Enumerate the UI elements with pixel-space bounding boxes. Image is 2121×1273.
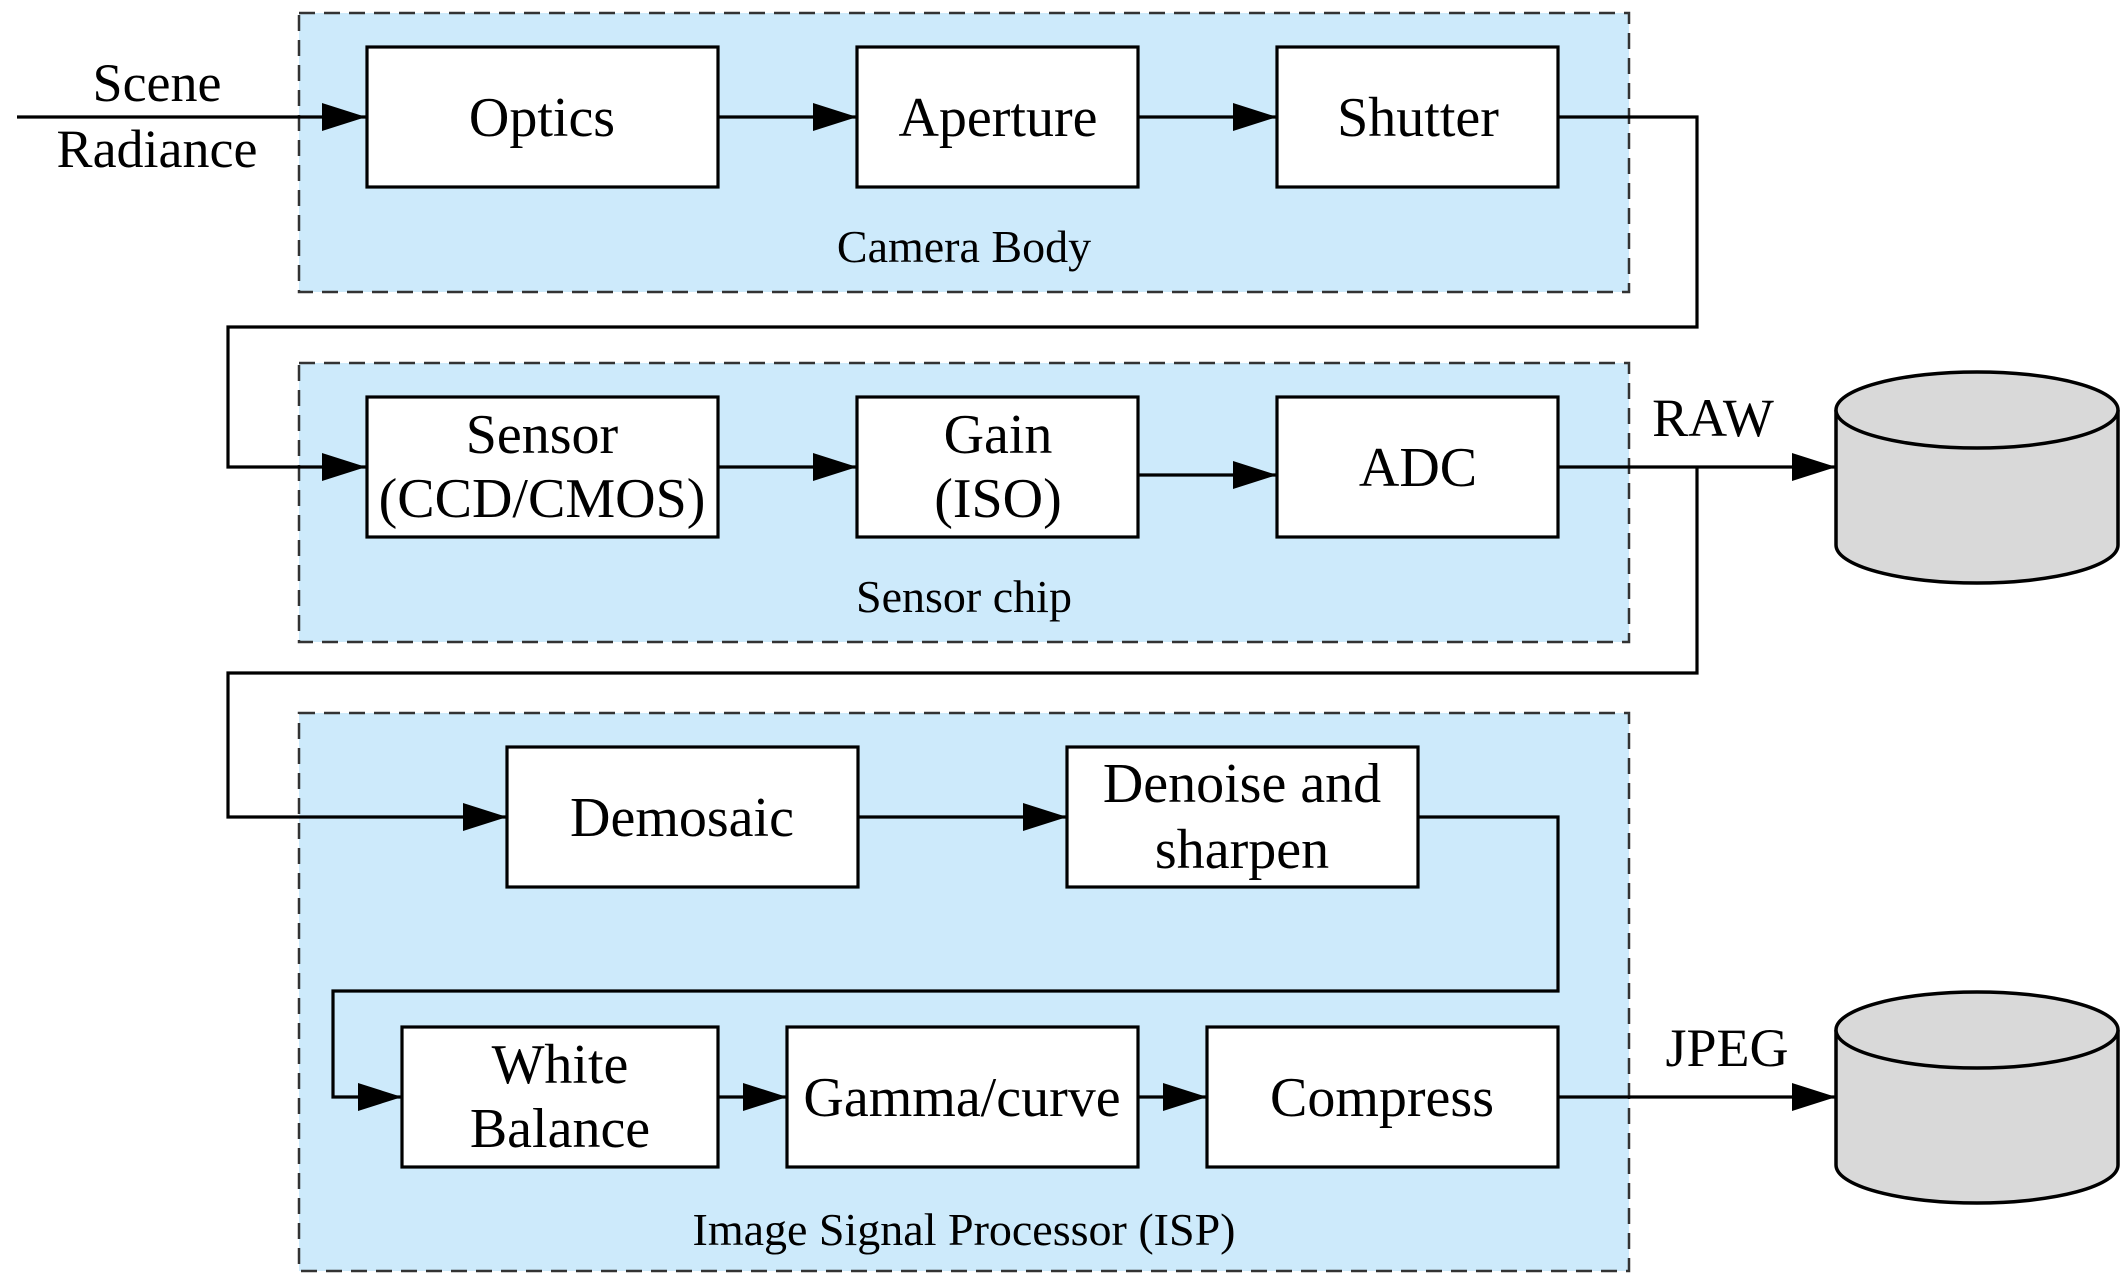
block-adc-label: ADC (1359, 437, 1477, 499)
block-denoise-label-line1: Denoise and (1103, 753, 1381, 815)
block-gain: Gain (ISO) (855, 395, 1140, 539)
block-white-balance-label-line1: White (492, 1034, 629, 1096)
block-adc: ADC (1275, 395, 1560, 539)
block-compress: Compress (1205, 1025, 1560, 1169)
group-sensor-chip-label: Sensor chip (856, 571, 1072, 622)
block-sensor-label-line2: (CCD/CMOS) (379, 468, 706, 530)
block-aperture: Aperture (855, 45, 1140, 189)
input-label-line1: Scene (93, 53, 222, 113)
block-demosaic-label: Demosaic (570, 787, 794, 849)
group-camera-body-label: Camera Body (837, 221, 1091, 272)
block-white-balance-label-line2: Balance (470, 1098, 650, 1160)
block-white-balance: White Balance (400, 1025, 720, 1169)
storage-cylinder-icon (1834, 990, 2120, 1205)
output-jpeg-label: JPEG (1665, 1018, 1788, 1078)
connectors (17, 103, 1836, 1111)
block-denoise-sharpen: Denoise and sharpen (1065, 745, 1420, 889)
block-sensor-label-line1: Sensor (466, 404, 619, 466)
block-gain-label-line2: (ISO) (934, 468, 1062, 530)
block-gamma-curve: Gamma/curve (785, 1025, 1140, 1169)
block-optics: Optics (365, 45, 720, 189)
block-aperture-label: Aperture (898, 87, 1097, 149)
block-gain-label-line1: Gain (944, 404, 1053, 466)
block-gamma-label: Gamma/curve (803, 1067, 1120, 1129)
input-scene-radiance: Scene Radiance (57, 53, 258, 179)
block-demosaic: Demosaic (505, 745, 860, 889)
arrow-shutter-to-sensor (226, 115, 1699, 481)
storage-cylinder-icon (1834, 370, 2120, 585)
block-shutter-label: Shutter (1337, 87, 1499, 149)
block-shutter: Shutter (1275, 45, 1560, 189)
block-compress-label: Compress (1270, 1067, 1494, 1129)
arrow-adc-to-demosaic (226, 467, 1699, 831)
input-label-line2: Radiance (57, 119, 258, 179)
arrow-denoise-to-white-balance (331, 815, 1560, 1111)
block-denoise-label-line2: sharpen (1155, 819, 1329, 881)
output-raw-label: RAW (1652, 388, 1774, 448)
group-isp-label: Image Signal Processor (ISP) (693, 1204, 1236, 1255)
block-optics-label: Optics (469, 87, 615, 149)
block-sensor: Sensor (CCD/CMOS) (365, 395, 720, 539)
